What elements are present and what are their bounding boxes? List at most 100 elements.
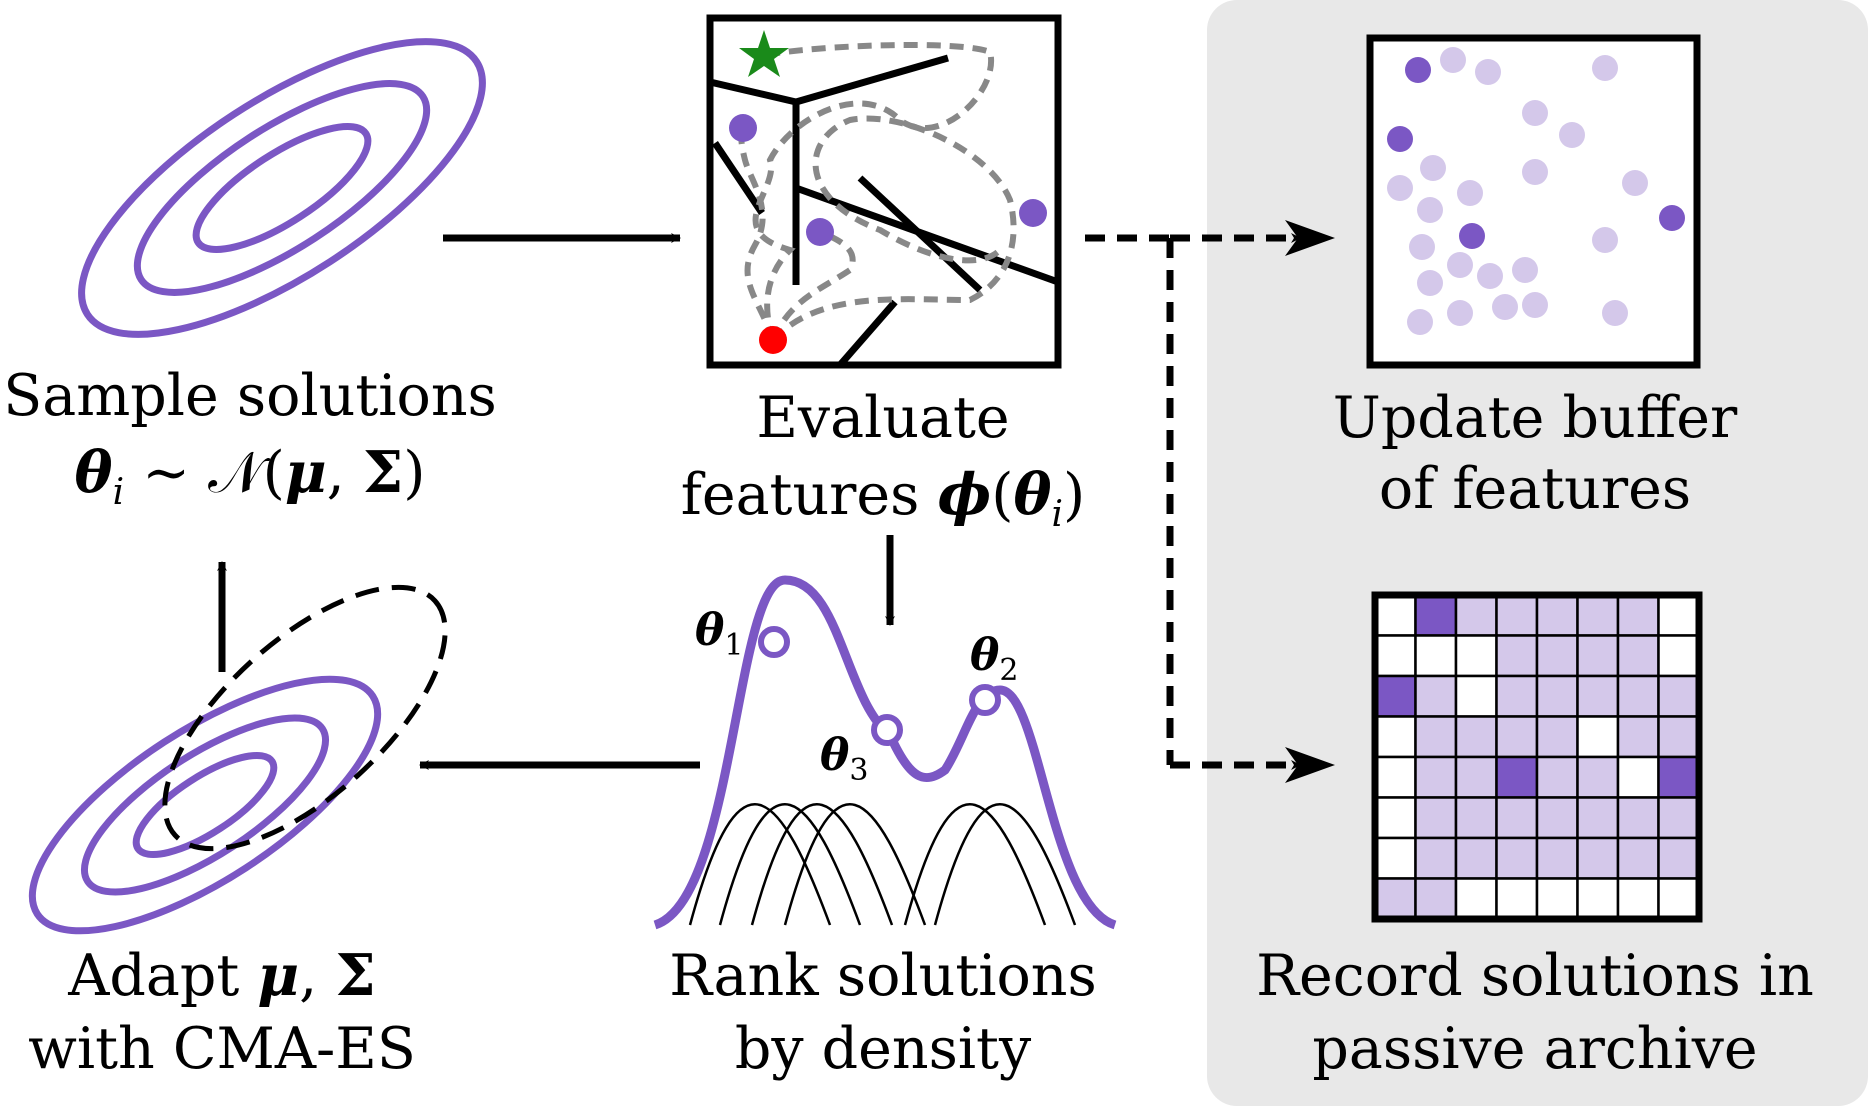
trajectory-right bbox=[770, 115, 1017, 343]
archive-cell bbox=[1373, 593, 1417, 637]
passive-archive-grid bbox=[1371, 591, 1703, 923]
theta2-label: θ2 bbox=[970, 630, 1018, 688]
rank-label-line1: Rank solutions bbox=[669, 943, 1097, 1009]
archive-cell bbox=[1495, 755, 1539, 799]
archive-cell bbox=[1576, 634, 1620, 678]
archive-cell bbox=[1414, 755, 1458, 799]
archive-cell bbox=[1373, 836, 1417, 880]
adapt-label-line1: Adapt μ, Σ bbox=[67, 942, 375, 1009]
density-point-theta1 bbox=[758, 626, 790, 658]
archive-cell bbox=[1576, 593, 1620, 637]
endpoint-2 bbox=[806, 218, 834, 246]
maze-environment bbox=[706, 14, 1062, 369]
archive-cell bbox=[1657, 877, 1701, 921]
archive-cell bbox=[1495, 715, 1539, 759]
archive-cell bbox=[1576, 836, 1620, 880]
archive-cell bbox=[1616, 634, 1660, 678]
archive-cell bbox=[1495, 836, 1539, 880]
archive-cell bbox=[1535, 755, 1579, 799]
archive-cell bbox=[1495, 674, 1539, 718]
archive-cell bbox=[1657, 634, 1701, 678]
archive-cell bbox=[1414, 674, 1458, 718]
buffer-label-line2: of features bbox=[1379, 456, 1691, 522]
ellipse-middle bbox=[133, 80, 431, 296]
evaluate-label-line1: Evaluate bbox=[756, 385, 1009, 451]
archive-cell bbox=[1373, 715, 1417, 759]
archive-cell bbox=[1454, 715, 1498, 759]
archive-cell bbox=[1616, 674, 1660, 718]
archive-border bbox=[1371, 591, 1703, 923]
archive-cell bbox=[1657, 715, 1701, 759]
archive-cell bbox=[1616, 796, 1660, 840]
dashed-arrowheads bbox=[1285, 220, 1335, 783]
archive-cell bbox=[1657, 674, 1701, 718]
archive-cell bbox=[1535, 877, 1579, 921]
sample-label-line1: Sample solutions bbox=[3, 363, 497, 429]
star-icon bbox=[739, 30, 789, 77]
adapted-distribution bbox=[28, 675, 382, 935]
density-point-theta2 bbox=[969, 684, 1001, 716]
evaluate-label-line2: features ϕ(θi) bbox=[681, 461, 1086, 535]
archive-cell bbox=[1454, 634, 1498, 678]
archive-cell bbox=[1576, 877, 1620, 921]
archive-label-line1: Record solutions in bbox=[1256, 943, 1814, 1009]
archive-cell bbox=[1616, 877, 1660, 921]
archive-cell bbox=[1657, 836, 1701, 880]
dashed-connectors bbox=[1085, 233, 1301, 770]
endpoint-1 bbox=[729, 114, 757, 142]
buffer-points-new bbox=[1387, 57, 1685, 249]
archive-label-line2: passive archive bbox=[1312, 1016, 1757, 1082]
rank-label-line2: by density bbox=[735, 1016, 1032, 1082]
archive-cell bbox=[1495, 593, 1539, 637]
archive-cell bbox=[1576, 755, 1620, 799]
trajectory-to-goal bbox=[752, 42, 995, 341]
archive-cell bbox=[1657, 755, 1701, 799]
archive-cell bbox=[1535, 674, 1579, 718]
archive-cell bbox=[1495, 877, 1539, 921]
theta3-label: θ3 bbox=[820, 730, 868, 788]
archive-cell bbox=[1535, 593, 1579, 637]
archive-cell bbox=[1576, 674, 1620, 718]
buffer-label-line1: Update buffer bbox=[1333, 385, 1738, 451]
theta1-label: θ1 bbox=[695, 605, 743, 663]
adapt-label-line2: with CMA-ES bbox=[28, 1016, 416, 1082]
archive-cell bbox=[1495, 796, 1539, 840]
archive-cell bbox=[1616, 836, 1660, 880]
ellipse-outer bbox=[78, 38, 486, 338]
sampling-distribution bbox=[78, 38, 486, 338]
buffer-points-old bbox=[1387, 47, 1648, 335]
archive-cell bbox=[1657, 796, 1701, 840]
sample-label-line2: θi ∼ 𝒩(μ, Σ) bbox=[75, 439, 426, 513]
new-distribution-dashed bbox=[162, 584, 448, 852]
archive-cell bbox=[1657, 593, 1701, 637]
archive-cell bbox=[1373, 755, 1417, 799]
archive-cell bbox=[1373, 877, 1417, 921]
archive-cell bbox=[1616, 715, 1660, 759]
archive-cell bbox=[1576, 715, 1620, 759]
ellipse-inner bbox=[192, 123, 372, 253]
archive-cell bbox=[1414, 796, 1458, 840]
archive-cell bbox=[1454, 755, 1498, 799]
archive-cell bbox=[1535, 796, 1579, 840]
archive-cell bbox=[1373, 634, 1417, 678]
archive-cell bbox=[1414, 877, 1458, 921]
density-plot: θ1 θ2 θ3 bbox=[653, 575, 1117, 930]
kernel-curves bbox=[688, 803, 1077, 926]
archive-cell bbox=[1495, 634, 1539, 678]
archive-cell bbox=[1576, 796, 1620, 840]
archive-cell bbox=[1535, 634, 1579, 678]
endpoint-3 bbox=[1019, 199, 1047, 227]
archive-cell bbox=[1373, 674, 1417, 718]
feature-buffer bbox=[1366, 34, 1701, 369]
archive-cell bbox=[1616, 593, 1660, 637]
archive-cell bbox=[1414, 715, 1458, 759]
archive-cell bbox=[1535, 836, 1579, 880]
trajectory-mid bbox=[770, 229, 856, 342]
archive-cell bbox=[1414, 836, 1458, 880]
density-point-theta3 bbox=[871, 714, 903, 746]
archive-cell bbox=[1616, 755, 1660, 799]
start-dot-icon bbox=[759, 326, 787, 354]
archive-cell bbox=[1414, 634, 1458, 678]
archive-cell bbox=[1454, 593, 1498, 637]
